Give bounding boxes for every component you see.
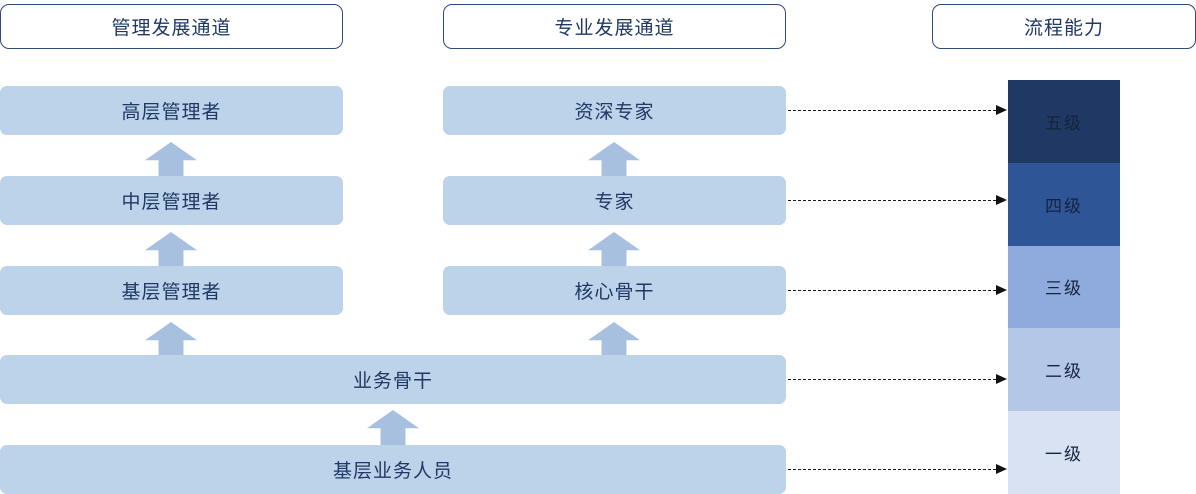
- dashed-arrow-icon: [788, 469, 996, 470]
- rung-core-backbone: 核心骨干: [443, 266, 786, 315]
- rung-frontline-staff-label: 基层业务人员: [332, 461, 453, 482]
- level-band-5: 五级: [1008, 80, 1120, 163]
- rung-senior-manager: 高层管理者: [0, 86, 343, 135]
- level-band-1: 一级: [1008, 411, 1120, 494]
- rung-middle-manager: 中层管理者: [0, 176, 343, 225]
- rung-expert: 专家: [443, 176, 786, 225]
- up-block-arrow-icon: [145, 232, 197, 270]
- professional-channel-header-label: 专业发展通道: [554, 18, 675, 39]
- professional-channel-header: 专业发展通道: [443, 4, 786, 49]
- dashed-arrow-icon: [788, 200, 996, 201]
- level-band-2: 二级: [1008, 328, 1120, 412]
- rung-frontline-manager-label: 基层管理者: [121, 282, 222, 303]
- up-block-arrow-icon: [588, 232, 640, 270]
- level-band-3: 三级: [1008, 245, 1120, 329]
- rung-senior-expert-label: 资深专家: [574, 102, 655, 123]
- dashed-arrow-icon: [996, 374, 1007, 384]
- rung-expert-label: 专家: [594, 192, 635, 213]
- process-capability-header-label: 流程能力: [1023, 18, 1104, 39]
- dashed-arrow-icon: [788, 379, 996, 380]
- level-band-4: 四级: [1008, 162, 1120, 246]
- level-band-5-label: 五级: [1045, 113, 1083, 133]
- level-band-4-label: 四级: [1045, 196, 1083, 216]
- process-capability-header: 流程能力: [932, 4, 1196, 49]
- level-band-1-label: 一级: [1045, 445, 1083, 465]
- level-band-3-label: 三级: [1045, 279, 1083, 299]
- dashed-arrow-icon: [996, 464, 1007, 474]
- up-block-arrow-icon: [588, 142, 640, 180]
- rung-core-backbone-label: 核心骨干: [574, 282, 655, 303]
- level-band-2-label: 二级: [1045, 362, 1083, 382]
- dashed-arrow-icon: [996, 105, 1007, 115]
- rung-senior-manager-label: 高层管理者: [121, 102, 222, 123]
- dashed-arrow-icon: [996, 285, 1007, 295]
- up-block-arrow-icon: [145, 142, 197, 180]
- dashed-arrow-icon: [996, 195, 1007, 205]
- rung-senior-expert: 资深专家: [443, 86, 786, 135]
- management-channel-header-label: 管理发展通道: [111, 18, 232, 39]
- rung-frontline-staff: 基层业务人员: [0, 445, 786, 494]
- up-block-arrow-icon: [367, 410, 419, 448]
- rung-frontline-manager: 基层管理者: [0, 266, 343, 315]
- dashed-arrow-icon: [788, 290, 996, 291]
- process-capability-level-column: 五级 四级 三级 二级 一级: [1008, 80, 1120, 494]
- rung-business-backbone: 业务骨干: [0, 355, 786, 404]
- management-channel-header: 管理发展通道: [0, 4, 343, 49]
- rung-middle-manager-label: 中层管理者: [121, 192, 222, 213]
- dashed-arrow-icon: [788, 110, 996, 111]
- rung-business-backbone-label: 业务骨干: [352, 371, 433, 392]
